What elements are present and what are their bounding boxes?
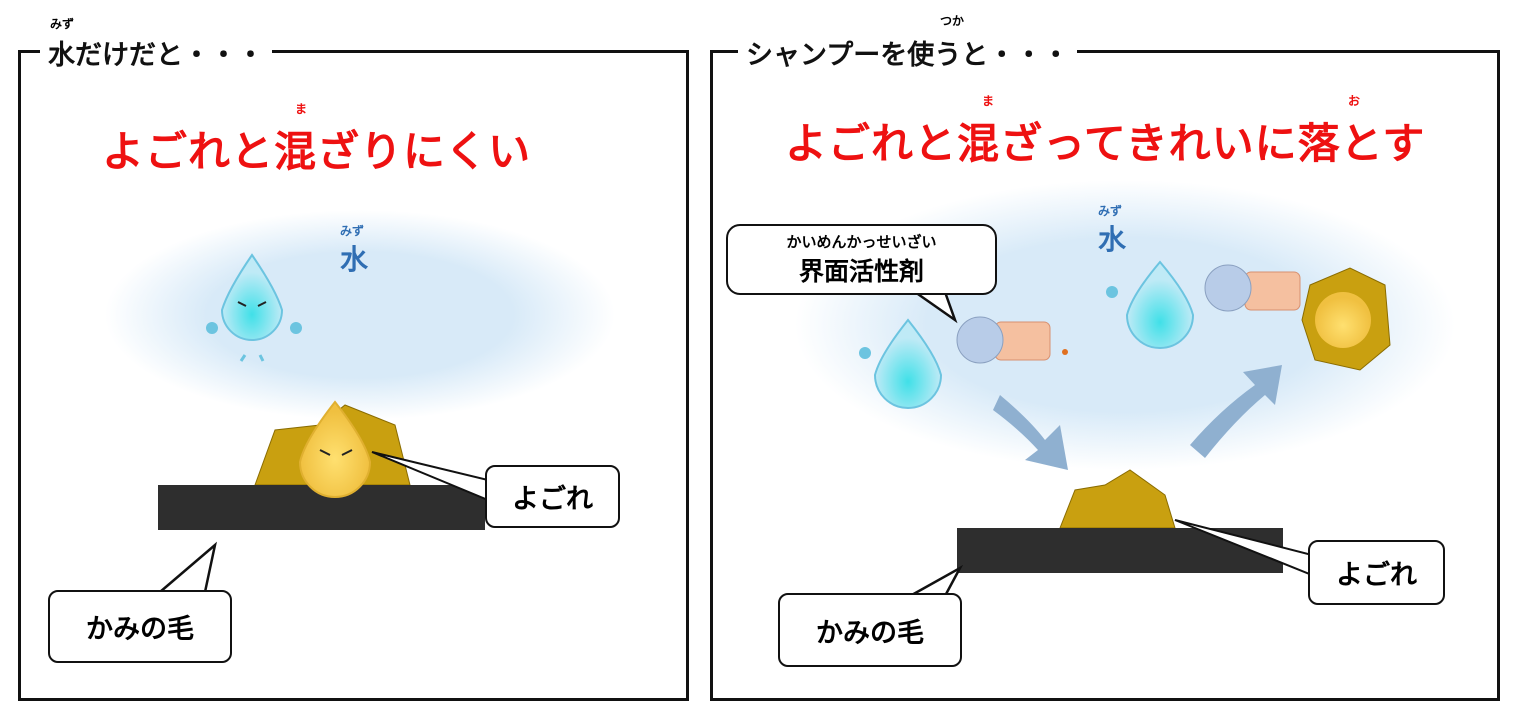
left-headline-ruby: ま [295,102,308,116]
right-title-ruby: つか [940,14,965,28]
surfactant-callout: かいめんかっせいざい 界面活性剤 [726,224,997,295]
right-panel-title: シャンプーを使うと・・・ [738,33,1078,72]
water-cloud [105,210,615,420]
surfactant-molecule [1204,264,1301,312]
hair-callout-pointer [159,541,217,593]
left-panel [18,50,689,701]
water-droplet-happy [1106,260,1195,349]
arrow-up [1190,365,1282,458]
left-panel-title: 水だけだと・・・ [40,33,272,72]
right-dirt-callout: よごれ [1308,540,1445,605]
surfactant-molecule [956,316,1068,364]
water-droplet-angry [206,253,302,362]
right-panel [710,50,1500,701]
surfactant-label: 界面活性剤 [798,257,924,286]
oil-droplet-happy [1315,292,1371,348]
left-headline: よごれと混ざりにくい [102,127,532,176]
left-water-ruby: みず [340,224,365,238]
right-water-ruby: みず [1098,204,1123,218]
water-droplet-happy [859,318,943,409]
right-headline-ruby-2: お [1348,94,1361,108]
arrow-down [993,395,1068,470]
left-hair-callout: かみの毛 [48,590,232,663]
right-headline-ruby-1: ま [982,94,995,108]
left-water-label: 水 [340,243,369,276]
surfactant-ruby: かいめんかっせいざい [786,233,937,251]
left-title-ruby: みず [50,17,75,31]
right-water-label: 水 [1098,223,1127,256]
hair-callout-pointer [909,564,964,598]
right-hair-callout: かみの毛 [778,593,962,667]
right-headline: よごれと混ざってきれいに落とす [785,119,1426,168]
surfactant-callout-pointer [914,290,958,324]
left-dirt-callout: よごれ [485,465,620,528]
oil-droplet-angry [298,400,372,498]
